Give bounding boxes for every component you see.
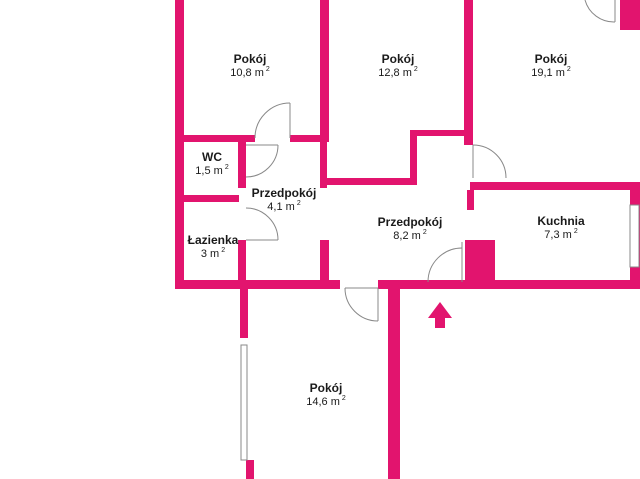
door-room-3-top	[584, 0, 616, 23]
wall-wc-right	[238, 142, 246, 188]
wall-bath-right	[238, 240, 246, 282]
wall-recess	[410, 130, 417, 185]
wall-kitchen-left-top	[467, 190, 474, 210]
wall-lower-right	[388, 285, 400, 479]
door-room-1	[254, 102, 291, 139]
wall-left-outer	[175, 0, 184, 288]
room-name: Łazienka	[187, 233, 239, 247]
wall-recess-top	[410, 130, 473, 136]
room-name: WC	[202, 150, 222, 164]
door-lower-room	[344, 287, 379, 322]
wall-rooms-2-3	[464, 0, 473, 145]
wall-wc-bottom	[184, 195, 239, 202]
wall-top-right	[620, 0, 640, 30]
wall-kitchen-left-bottom	[465, 240, 495, 280]
wall-rooms-1-2	[320, 0, 329, 140]
wall-hall-divider-top	[320, 140, 327, 188]
room-name: Przedpokój	[251, 186, 317, 200]
wall-bottom-right	[378, 280, 640, 289]
room-name: Pokój	[534, 52, 568, 66]
wall-bottom-left	[175, 280, 340, 289]
wall-hall-divider-bottom	[320, 240, 329, 282]
wall-room1-bottom-a	[175, 135, 255, 142]
door-room-3-hall	[472, 144, 507, 179]
room-name: Pokój	[309, 381, 343, 395]
door-entrance	[427, 242, 463, 283]
room-name: Przedpokój	[377, 215, 443, 229]
door-wc	[245, 144, 279, 178]
arrow-up-icon	[428, 302, 452, 328]
window-kitchen	[629, 204, 640, 268]
wall-lower-left-bottom	[246, 460, 254, 479]
room-name: Kuchnia	[537, 214, 585, 228]
window-lower-left	[240, 344, 248, 461]
windows	[240, 204, 640, 461]
walls	[175, 0, 640, 479]
room-name: Pokój	[381, 52, 415, 66]
wall-room1-bottom-b	[290, 135, 329, 142]
wall-lower-left-top	[240, 288, 248, 338]
wall-room2-bottom	[320, 178, 410, 185]
doors	[245, 0, 616, 322]
room-name: Pokój	[233, 52, 267, 66]
door-bathroom	[245, 207, 279, 241]
wall-room3-bottom	[470, 182, 640, 190]
